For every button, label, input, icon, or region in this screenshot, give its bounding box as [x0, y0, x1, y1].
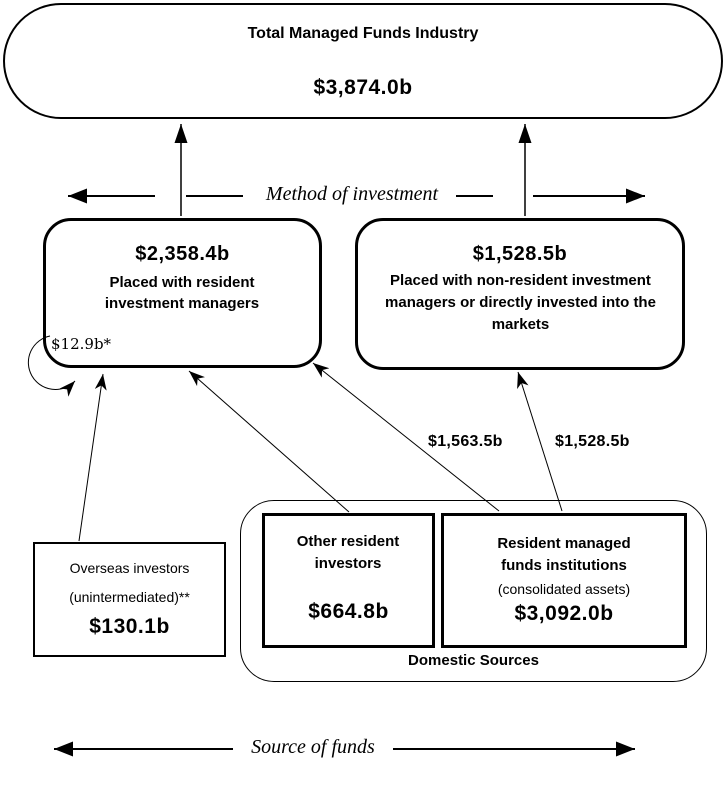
total-industry-value: $3,874.0b: [313, 76, 413, 99]
managed-funds-label: Resident managed funds institutions: [497, 535, 631, 574]
arrow-overseas-to-resident-managers: [78, 373, 107, 542]
resident-managers-label: Placed with resident investment managers: [104, 274, 260, 312]
method-axis-label: Method of investment: [265, 183, 439, 205]
overseas-subtitle: (unintermediated)**: [69, 589, 190, 605]
managed-funds-value: $3,092.0b: [514, 602, 614, 625]
flow-label-managed-to-nonresident: $1,528.5b: [555, 433, 630, 450]
other-residents-node: [262, 513, 435, 648]
arrow-other-residents-to-resident-managers: [188, 370, 350, 513]
managed-funds-node: [441, 513, 687, 648]
nonresident-value: $1,528.5b: [472, 243, 568, 265]
overseas-title: Overseas investors: [69, 560, 190, 576]
other-residents-value: $664.8b: [308, 600, 389, 623]
overseas-node: [33, 542, 226, 657]
source-axis-label: Source of funds: [251, 736, 375, 758]
flow-label-managed-to-resident: $1,563.5b: [428, 433, 503, 450]
nonresident-label: Placed with non-resident investment mana…: [385, 272, 656, 333]
managed-funds-sublabel: (consolidated assets): [497, 581, 631, 597]
resident-managers-value: $2,358.4b: [135, 243, 230, 265]
domestic-sources-group: [240, 500, 707, 682]
resident-managers-node: [43, 218, 322, 368]
overseas-value: $130.1b: [89, 615, 170, 638]
total-industry-node: [3, 3, 723, 119]
domestic-sources-label: Domestic Sources: [408, 652, 539, 669]
nonresident-node: [355, 218, 685, 370]
self-loop-value: $12.9b*: [51, 335, 112, 353]
total-industry-title: Total Managed Funds Industry: [247, 25, 479, 42]
other-residents-label: Other resident investors: [296, 533, 400, 572]
